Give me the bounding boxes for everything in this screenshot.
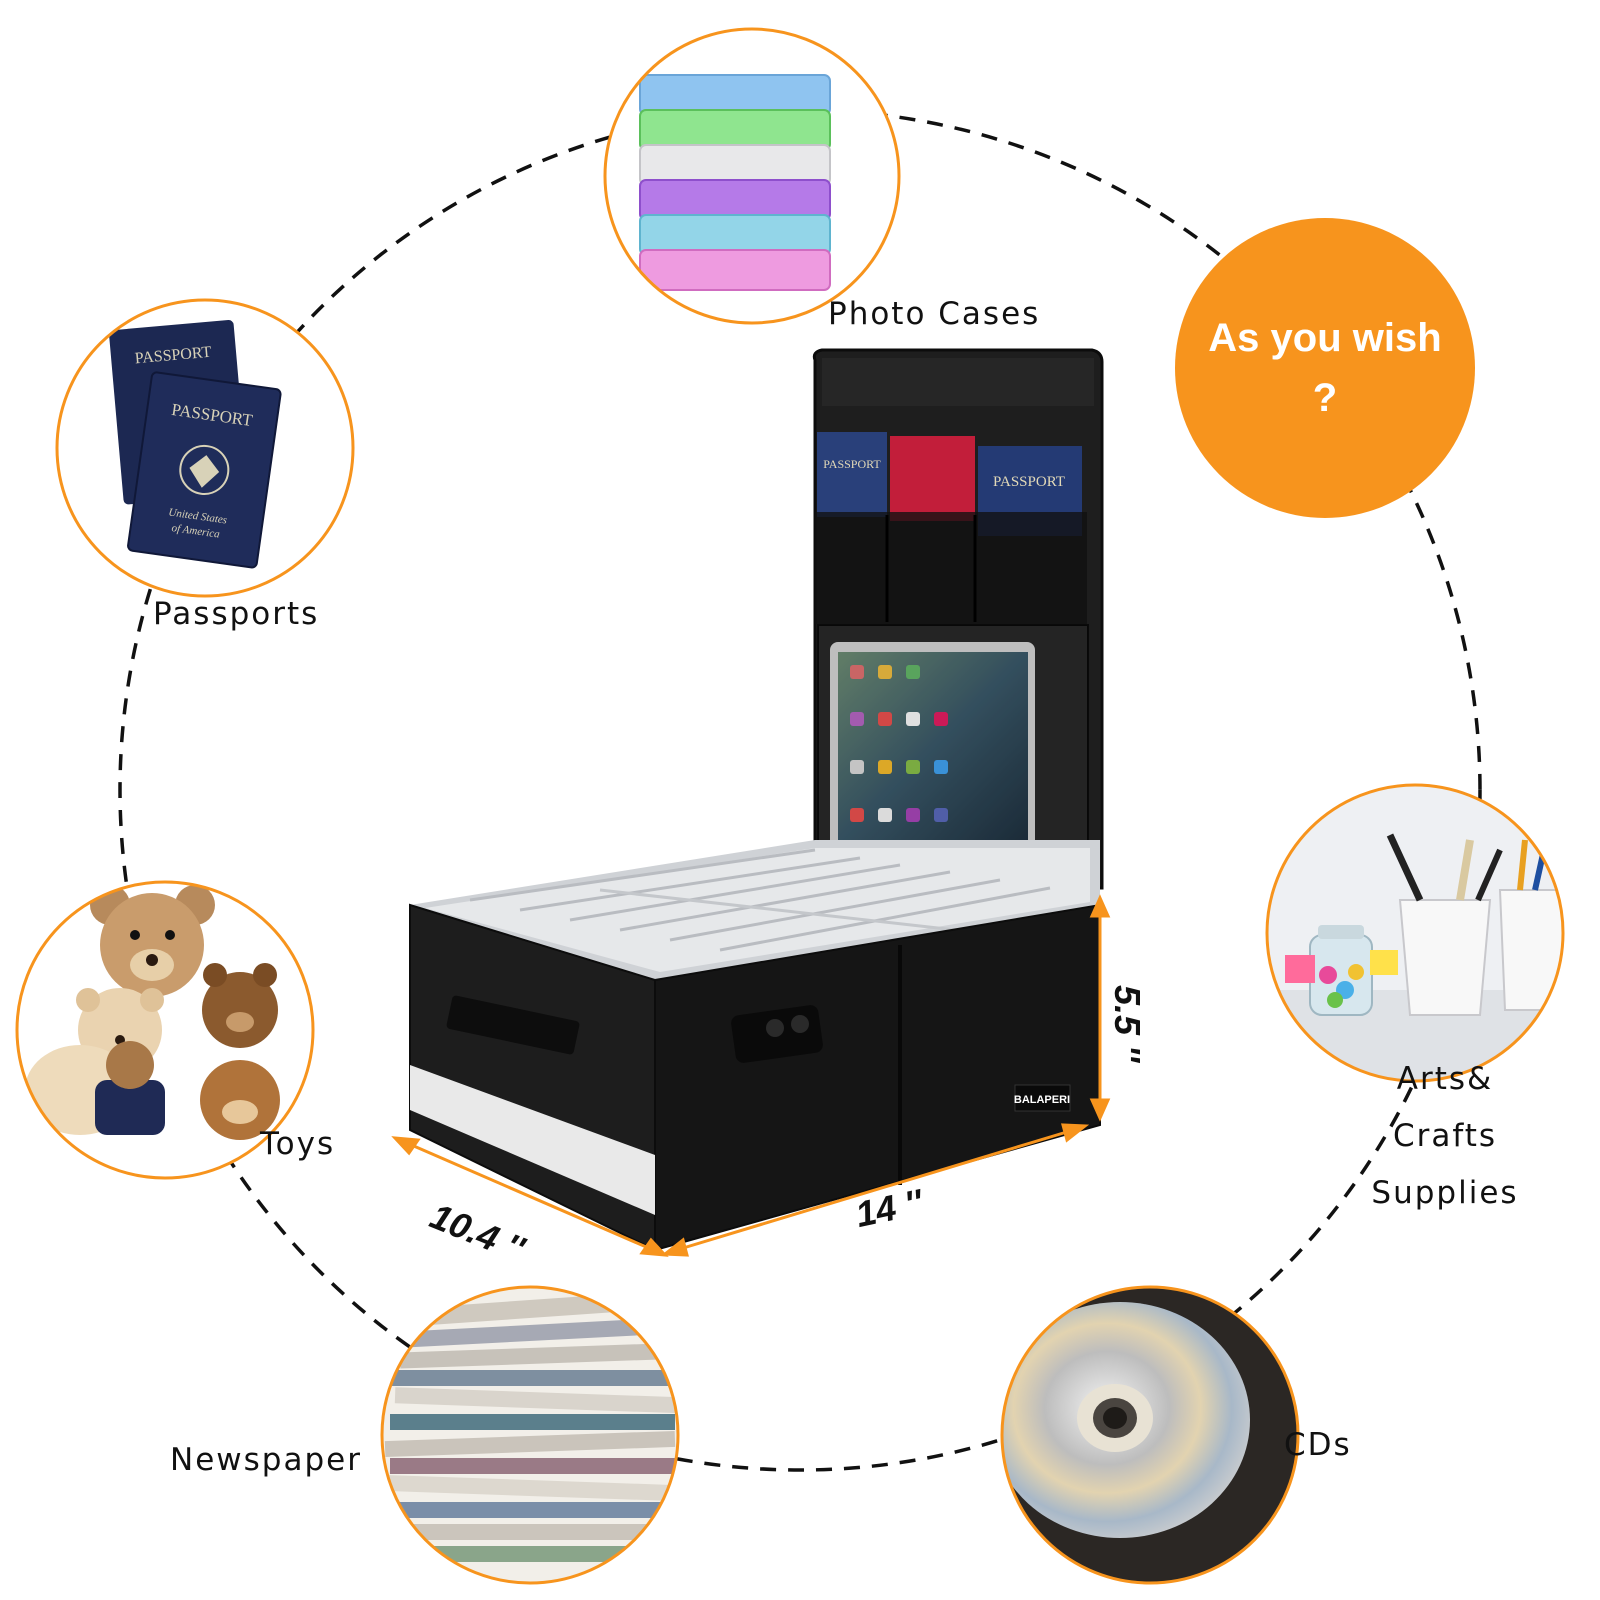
photo-cases-image [603,27,901,325]
label-photo-cases: Photo Cases [828,296,1041,332]
label-toys: Toys [260,1126,336,1162]
arts-crafts-image [1265,783,1565,1083]
label-arts-line2: Crafts [1392,1118,1498,1154]
dimension-height: 5.5 '' [1107,985,1148,1063]
label-cds: CDs [1284,1427,1352,1463]
cds-image [1000,1285,1300,1585]
wish-line1: As you wish [1208,316,1442,360]
box-passport-1: PASSPORT [823,457,881,471]
passports-image: PASSPORT PASSPORT United States of Ameri… [55,298,355,598]
document-box-image: PASSPORT PASSPORT [409,348,1104,1252]
label-arts-line1: Arts& [1396,1061,1494,1097]
newspaper-image [380,1285,680,1585]
wish-line2: ? [1312,376,1338,420]
passport-text-back: PASSPORT [134,344,212,368]
dimension-arrows [391,894,1111,1257]
label-passports: Passports [153,596,320,632]
label-newspaper: Newspaper [170,1442,362,1478]
brand-label: BALAPERI [1014,1094,1070,1106]
label-arts-line3: Supplies [1371,1175,1519,1211]
as-you-wish-badge: As you wish ? [1175,218,1475,518]
box-passport-2: PASSPORT [993,474,1065,490]
toys-image [15,880,315,1180]
